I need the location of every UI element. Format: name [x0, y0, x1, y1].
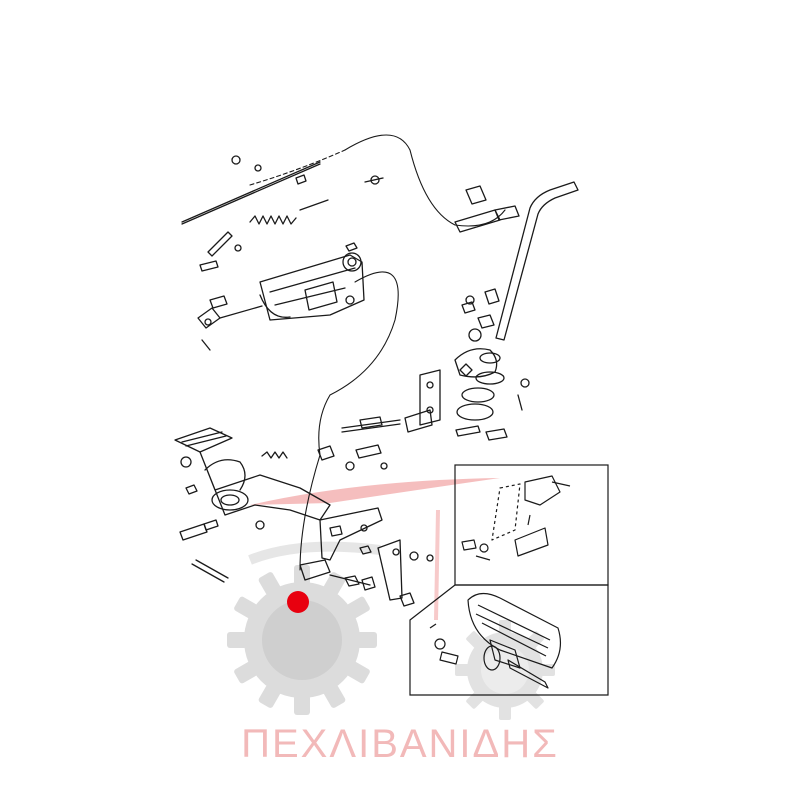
hotspot-marker[interactable]	[287, 591, 309, 613]
watermark-brand-text: ΠΕΧΛΙΒΑΝΙΔΗΣ	[241, 722, 559, 766]
watermark-logo	[227, 478, 555, 720]
linkage-housing	[259, 254, 365, 321]
watermark-gear-left-icon	[227, 565, 377, 715]
foot-pedal	[174, 427, 233, 453]
control-cable	[344, 134, 506, 227]
parts-line-art	[174, 134, 579, 607]
watermark-swoosh	[250, 478, 500, 505]
inset-panel-top	[454, 464, 609, 586]
inset-panel-bottom	[409, 584, 609, 696]
hand-lever	[495, 181, 579, 341]
watermark-gear-left-hub	[262, 600, 342, 680]
